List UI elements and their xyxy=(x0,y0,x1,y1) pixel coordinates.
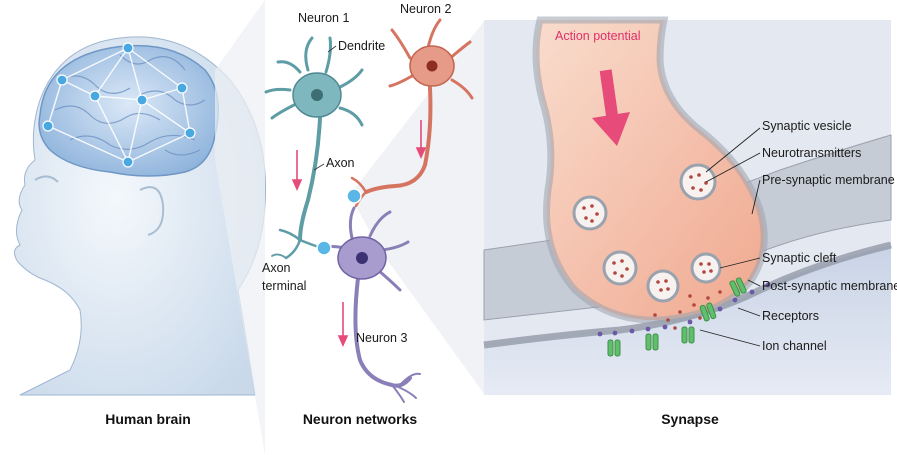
label-neurotransmitters: Neurotransmitters xyxy=(762,146,861,160)
ear xyxy=(139,186,165,236)
synaptic-vesicles xyxy=(572,163,722,303)
signal-arrows xyxy=(291,120,427,347)
receptors xyxy=(597,282,771,337)
zoom-wedge-left xyxy=(215,0,265,455)
label-neuron-2: Neuron 2 xyxy=(400,2,451,16)
released-neurotransmitters xyxy=(653,290,722,330)
synapse-point-2 xyxy=(346,188,362,204)
ion-channel xyxy=(607,339,621,357)
label-post-synaptic-membrane: Post-synaptic membrane xyxy=(762,279,897,293)
dendrite-leader xyxy=(327,45,337,53)
synapse-caption: Synapse xyxy=(661,411,719,427)
ion-channel xyxy=(681,326,695,344)
axon-leader xyxy=(313,163,325,171)
synapse-leaders xyxy=(699,127,761,347)
label-axon-terminal-1: Axon xyxy=(262,261,291,275)
ion-channel xyxy=(699,302,717,322)
fusing-vesicle xyxy=(646,269,680,303)
synaptic-vesicle xyxy=(679,163,717,201)
synapse-point-1 xyxy=(316,240,332,256)
label-axon: Axon xyxy=(326,156,355,170)
label-ion-channel: Ion channel xyxy=(762,339,827,353)
label-synaptic-vesicle: Synaptic vesicle xyxy=(762,119,852,133)
brain-nodes xyxy=(42,42,196,168)
action-potential-label: Action potential xyxy=(555,29,640,43)
eye xyxy=(34,175,59,183)
label-dendrite: Dendrite xyxy=(338,39,385,53)
network-caption: Neuron networks xyxy=(303,411,418,427)
label-neuron-3: Neuron 3 xyxy=(356,331,407,345)
zoom-wedge-right xyxy=(350,20,485,395)
ion-channels xyxy=(607,277,747,357)
fusing-vesicle xyxy=(690,252,722,284)
synaptic-vesicle xyxy=(572,195,608,231)
label-neuron-1: Neuron 1 xyxy=(298,11,349,25)
brain-shape xyxy=(38,44,220,177)
neuron-3-nucleus xyxy=(356,252,368,264)
synaptic-vesicle xyxy=(602,250,638,286)
label-axon-terminal-2: terminal xyxy=(262,279,306,293)
label-pre-synaptic-membrane: Pre-synaptic membrane xyxy=(762,173,895,187)
label-synaptic-cleft: Synaptic cleft xyxy=(762,251,837,265)
label-receptors: Receptors xyxy=(762,309,819,323)
action-potential-arrow xyxy=(592,69,630,146)
brain-panel: Human brain xyxy=(14,36,267,427)
synapse-labels: Synaptic vesicle Neurotransmitters Pre-s… xyxy=(762,119,897,353)
ion-channel xyxy=(645,333,659,351)
neuron-1 xyxy=(264,36,364,260)
network-labels: Neuron 1 Neuron 2 Dendrite Axon Axon ter… xyxy=(262,2,451,345)
brain-network xyxy=(47,47,191,163)
ion-channel xyxy=(729,277,747,297)
synapse-panel: Action potential xyxy=(483,16,897,427)
brain-caption: Human brain xyxy=(105,411,191,427)
neuron-1-nucleus xyxy=(311,89,323,101)
network-panel: Neuron 1 Neuron 2 Dendrite Axon Axon ter… xyxy=(262,2,474,427)
brain-folds xyxy=(54,54,206,156)
neuron-2-nucleus xyxy=(426,60,438,72)
